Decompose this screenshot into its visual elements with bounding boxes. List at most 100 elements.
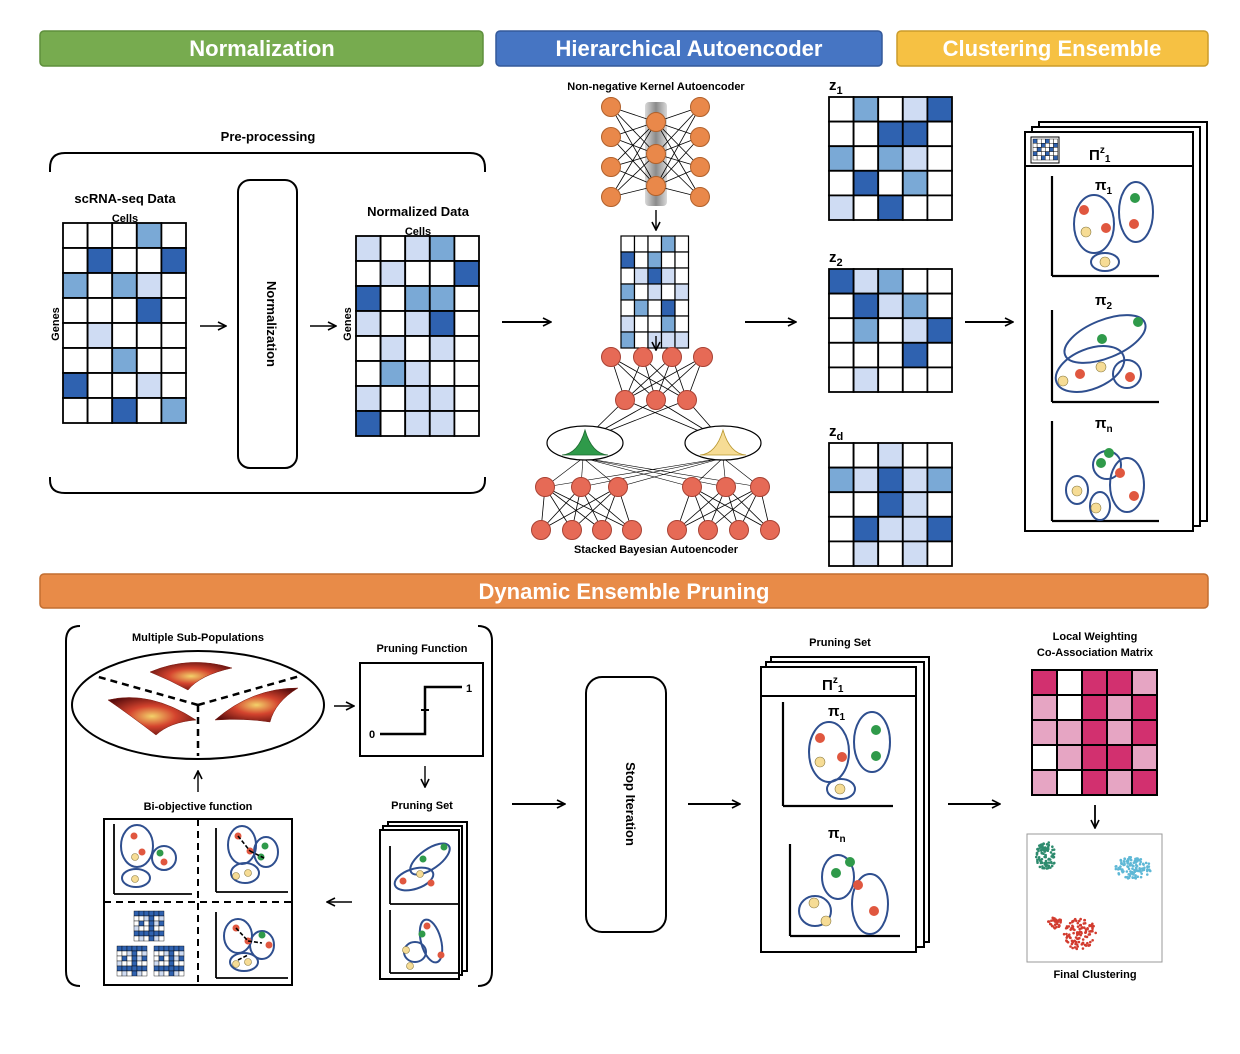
cell-point bbox=[1071, 920, 1074, 924]
cluster-point bbox=[138, 848, 146, 856]
matrix-cell bbox=[1056, 744, 1083, 771]
matrix-cell bbox=[828, 268, 855, 295]
cell-point bbox=[1054, 925, 1058, 929]
cell-point bbox=[1084, 931, 1087, 934]
icon-cell bbox=[1045, 138, 1050, 144]
matrix-cell bbox=[86, 247, 114, 274]
cluster-point bbox=[1115, 468, 1125, 478]
cluster-point bbox=[399, 877, 407, 885]
cluster-point bbox=[831, 868, 841, 878]
matrix-cell bbox=[379, 310, 407, 337]
icon-cell bbox=[1036, 142, 1042, 148]
cell-point bbox=[1145, 869, 1149, 873]
set-pi1-label: π1 bbox=[828, 703, 845, 723]
cell-point bbox=[1045, 861, 1049, 865]
matrix-cell bbox=[852, 540, 880, 567]
cell-point bbox=[1128, 856, 1132, 860]
matrix-cell bbox=[135, 322, 163, 349]
matrix-cell bbox=[901, 145, 929, 172]
cell-point bbox=[1119, 865, 1122, 868]
matrix-cell bbox=[828, 317, 855, 344]
edge bbox=[725, 486, 771, 531]
matrix-cell bbox=[877, 169, 904, 197]
cell-point bbox=[1131, 876, 1135, 880]
mini-matrix-cell bbox=[131, 960, 138, 967]
cluster-ellipse bbox=[798, 895, 832, 927]
matrix-cell bbox=[901, 194, 929, 221]
weighting-title-line1: Local Weighting bbox=[1053, 631, 1138, 643]
cell-point bbox=[1079, 933, 1082, 937]
matrix-cell bbox=[901, 169, 929, 197]
neuron bbox=[698, 520, 718, 540]
neuron bbox=[601, 97, 621, 117]
mini-matrix-cell bbox=[168, 945, 175, 952]
latent-matrix-zd bbox=[828, 442, 953, 567]
matrix-cell bbox=[901, 366, 929, 393]
cluster-point bbox=[845, 857, 855, 867]
cell-point bbox=[1050, 855, 1053, 858]
matrix-cell bbox=[926, 169, 953, 197]
neuron bbox=[646, 176, 666, 196]
edge bbox=[580, 457, 724, 488]
cell-point bbox=[1148, 868, 1151, 871]
mini-matrix-cell bbox=[158, 925, 165, 932]
cell-point bbox=[1034, 855, 1038, 859]
cell-point bbox=[1129, 858, 1133, 862]
cell-point bbox=[1144, 861, 1148, 865]
mini-matrix-cell bbox=[126, 945, 133, 952]
matrix-cell bbox=[674, 267, 690, 285]
matrix-cell bbox=[828, 466, 855, 494]
pi2-label: π2 bbox=[1095, 292, 1112, 312]
cluster-point bbox=[871, 725, 881, 735]
edge bbox=[610, 121, 657, 168]
matrix-cell bbox=[852, 515, 880, 543]
matrix-cell bbox=[901, 292, 929, 320]
cell-point bbox=[1076, 931, 1079, 935]
neuron bbox=[682, 477, 702, 497]
edge bbox=[624, 356, 673, 401]
cluster-point bbox=[820, 915, 832, 927]
mini-matrix-cell bbox=[121, 955, 128, 962]
mini-matrix-cell bbox=[178, 950, 185, 957]
mini-matrix-cell bbox=[121, 965, 128, 972]
cell-point bbox=[1050, 861, 1053, 865]
matrix-cell bbox=[62, 247, 89, 274]
matrix-cell bbox=[852, 292, 880, 320]
cell-point bbox=[1053, 917, 1056, 920]
cluster-ellipse bbox=[393, 866, 435, 892]
stop-iteration-label: Stop Iteration bbox=[623, 762, 638, 846]
mini-matrix-cell bbox=[143, 910, 150, 917]
matrix-cell bbox=[453, 260, 480, 287]
cell-point bbox=[1137, 858, 1141, 862]
matrix-cell bbox=[355, 385, 382, 412]
matrix-cell bbox=[1131, 694, 1158, 721]
mini-matrix-cell bbox=[158, 945, 165, 952]
cluster-point bbox=[437, 951, 445, 959]
neuron bbox=[662, 347, 682, 367]
matrix-cell bbox=[647, 267, 663, 285]
icon-cell bbox=[1036, 155, 1042, 161]
matrix-cell bbox=[160, 247, 187, 274]
final-clustering-box bbox=[1026, 833, 1163, 963]
matrix-cell bbox=[674, 235, 690, 253]
matrix-cell bbox=[852, 466, 880, 494]
icon-cell bbox=[1032, 155, 1038, 161]
mini-matrix-cell bbox=[133, 925, 140, 932]
mini-matrix-cell bbox=[148, 915, 155, 922]
matrix-cell bbox=[1131, 744, 1158, 771]
normalization-header: Normalization bbox=[39, 30, 484, 67]
matrix-cell bbox=[647, 235, 663, 253]
cell-point bbox=[1124, 875, 1127, 879]
cell-point bbox=[1135, 864, 1139, 868]
mini-matrix-cell bbox=[131, 955, 138, 962]
matrix-cell bbox=[852, 366, 880, 393]
matrix-cell bbox=[926, 491, 953, 518]
matrix-cell bbox=[428, 385, 456, 412]
matrix-cell bbox=[135, 272, 163, 299]
edge bbox=[655, 153, 701, 198]
cell-point bbox=[1147, 862, 1151, 865]
raw-genes-label: Genes bbox=[50, 307, 62, 341]
cell-point bbox=[1051, 845, 1054, 848]
mini-matrix-cell bbox=[126, 960, 133, 967]
matrix-cell bbox=[404, 335, 431, 362]
